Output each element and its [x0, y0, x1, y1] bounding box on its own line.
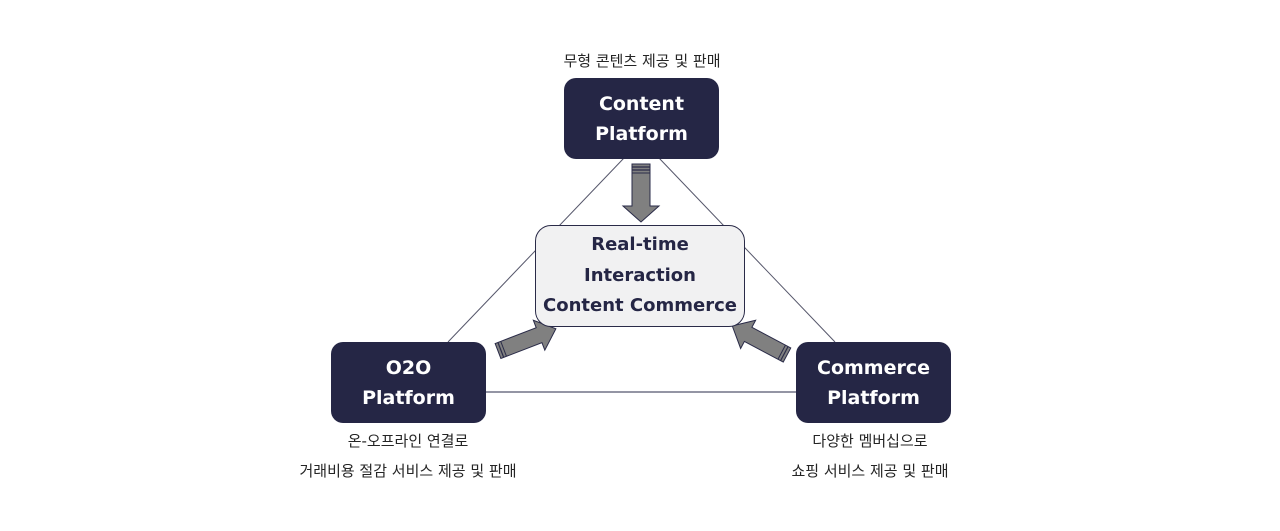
o2o-platform-title-line2: Platform	[362, 386, 455, 409]
center-line1: Real-time	[591, 234, 689, 256]
o2o-caption-line1: 온-오프라인 연결로	[347, 432, 469, 450]
o2o-platform-node: O2O Platform	[331, 342, 486, 423]
arrow-o2o-to-center	[494, 319, 557, 360]
commerce-caption-line2: 쇼핑 서비스 제공 및 판매	[791, 462, 949, 480]
content-platform-caption: 무형 콘텐츠 제공 및 판매	[540, 46, 744, 76]
arrow-content-to-center	[621, 163, 661, 223]
arrow-commerce-to-center	[731, 319, 792, 363]
content-platform-title-line2: Platform	[595, 122, 688, 145]
commerce-platform-node: Commerce Platform	[796, 342, 951, 423]
o2o-platform-title-line1: O2O	[385, 356, 432, 379]
center-line3: Content Commerce	[543, 295, 737, 317]
content-platform-title-line1: Content	[598, 92, 685, 115]
content-platform-node: Content Platform	[564, 78, 719, 159]
edge-content-to-commerce	[658, 157, 836, 343]
commerce-caption-line1: 다양한 멤버십으로	[812, 432, 928, 450]
commerce-platform-title-line2: Platform	[827, 386, 920, 409]
content-platform-caption-line1: 무형 콘텐츠 제공 및 판매	[563, 52, 721, 70]
real-time-interaction-node: Real-time Interaction Content Commerce	[535, 225, 745, 327]
center-line2: Interaction	[584, 264, 696, 286]
o2o-caption-line2: 거래비용 절감 서비스 제공 및 판매	[299, 462, 517, 480]
o2o-platform-caption: 온-오프라인 연결로 거래비용 절감 서비스 제공 및 판매	[268, 426, 548, 486]
commerce-platform-caption: 다양한 멤버십으로 쇼핑 서비스 제공 및 판매	[760, 426, 980, 486]
commerce-platform-title-line1: Commerce	[817, 356, 930, 379]
